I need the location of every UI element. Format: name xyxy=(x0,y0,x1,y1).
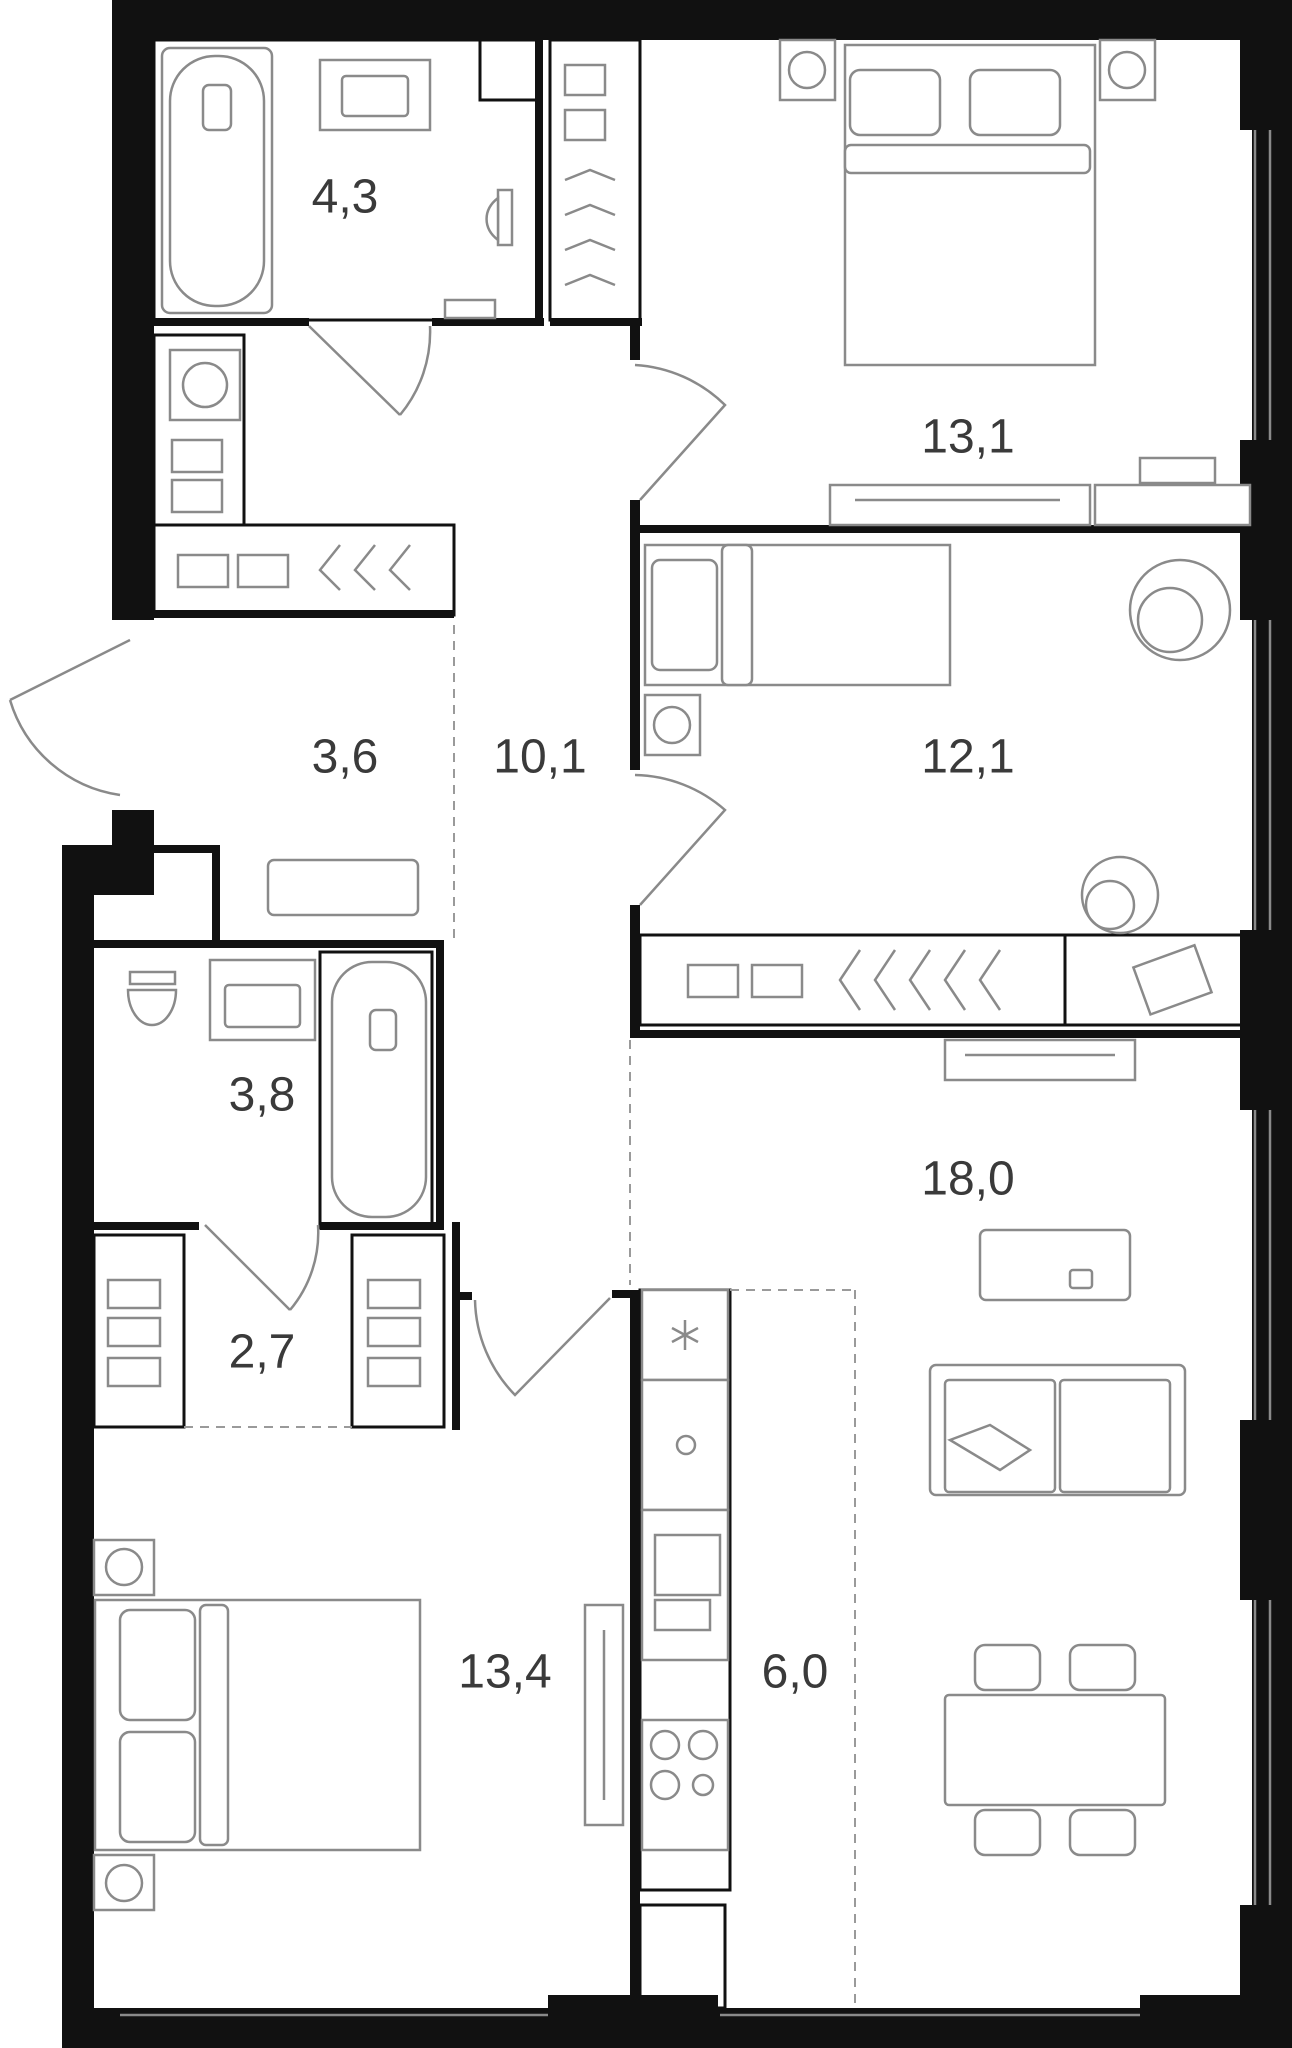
sink-1 xyxy=(318,58,432,132)
bathtub-2 xyxy=(330,960,428,1219)
area-label-bedroom-3: 13,4 xyxy=(458,1646,551,1699)
laundry-shelves xyxy=(170,438,411,591)
double-bed-1 xyxy=(843,43,1097,367)
area-label-bathroom-2: 3,8 xyxy=(229,1069,296,1122)
wardrobe-top xyxy=(563,63,616,287)
bathtub-1 xyxy=(160,46,274,315)
area-label-bedroom-1: 13,1 xyxy=(921,411,1014,464)
area-label-kitchen: 6,0 xyxy=(762,1646,829,1699)
area-label-corridor: 10,1 xyxy=(493,731,586,784)
area-label-wardrobe: 2,7 xyxy=(229,1326,296,1379)
nightstands-1 xyxy=(778,38,1157,102)
windows xyxy=(120,130,1272,2017)
doors xyxy=(8,325,727,1397)
tv-living xyxy=(943,1038,1137,1082)
desk-chair-2 xyxy=(1080,855,1160,935)
sofa xyxy=(928,1363,1187,1497)
entry-mat xyxy=(266,858,420,917)
tv-unit-1 xyxy=(828,456,1252,527)
area-label-hallway: 3,6 xyxy=(312,731,379,784)
wardrobe-2 xyxy=(686,943,1214,1017)
toilet-1 xyxy=(443,188,514,320)
toilet-2 xyxy=(126,970,178,1027)
sink-2 xyxy=(208,958,317,1042)
area-label-bedroom-2: 12,1 xyxy=(921,731,1014,784)
dining-table xyxy=(943,1643,1167,1857)
nightstand-2 xyxy=(643,693,702,757)
kitchen-counter xyxy=(640,1288,730,1852)
armchair-2 xyxy=(1128,558,1232,662)
area-labels: 4,3 13,1 3,6 10,1 12,1 3,8 18,0 2,7 13,4… xyxy=(229,171,1015,1699)
tv-3 xyxy=(583,1603,625,1827)
coffee-table xyxy=(978,1228,1132,1302)
nightstands-3 xyxy=(92,1538,156,1912)
area-label-bathroom-1: 4,3 xyxy=(312,171,379,224)
area-label-living-room: 18,0 xyxy=(921,1153,1014,1206)
single-bed-2 xyxy=(643,543,952,687)
wardrobe-shelves xyxy=(106,1278,422,1388)
interior-walls xyxy=(92,38,1254,2010)
washing-machine xyxy=(168,348,242,422)
double-bed-3 xyxy=(93,1598,422,1852)
